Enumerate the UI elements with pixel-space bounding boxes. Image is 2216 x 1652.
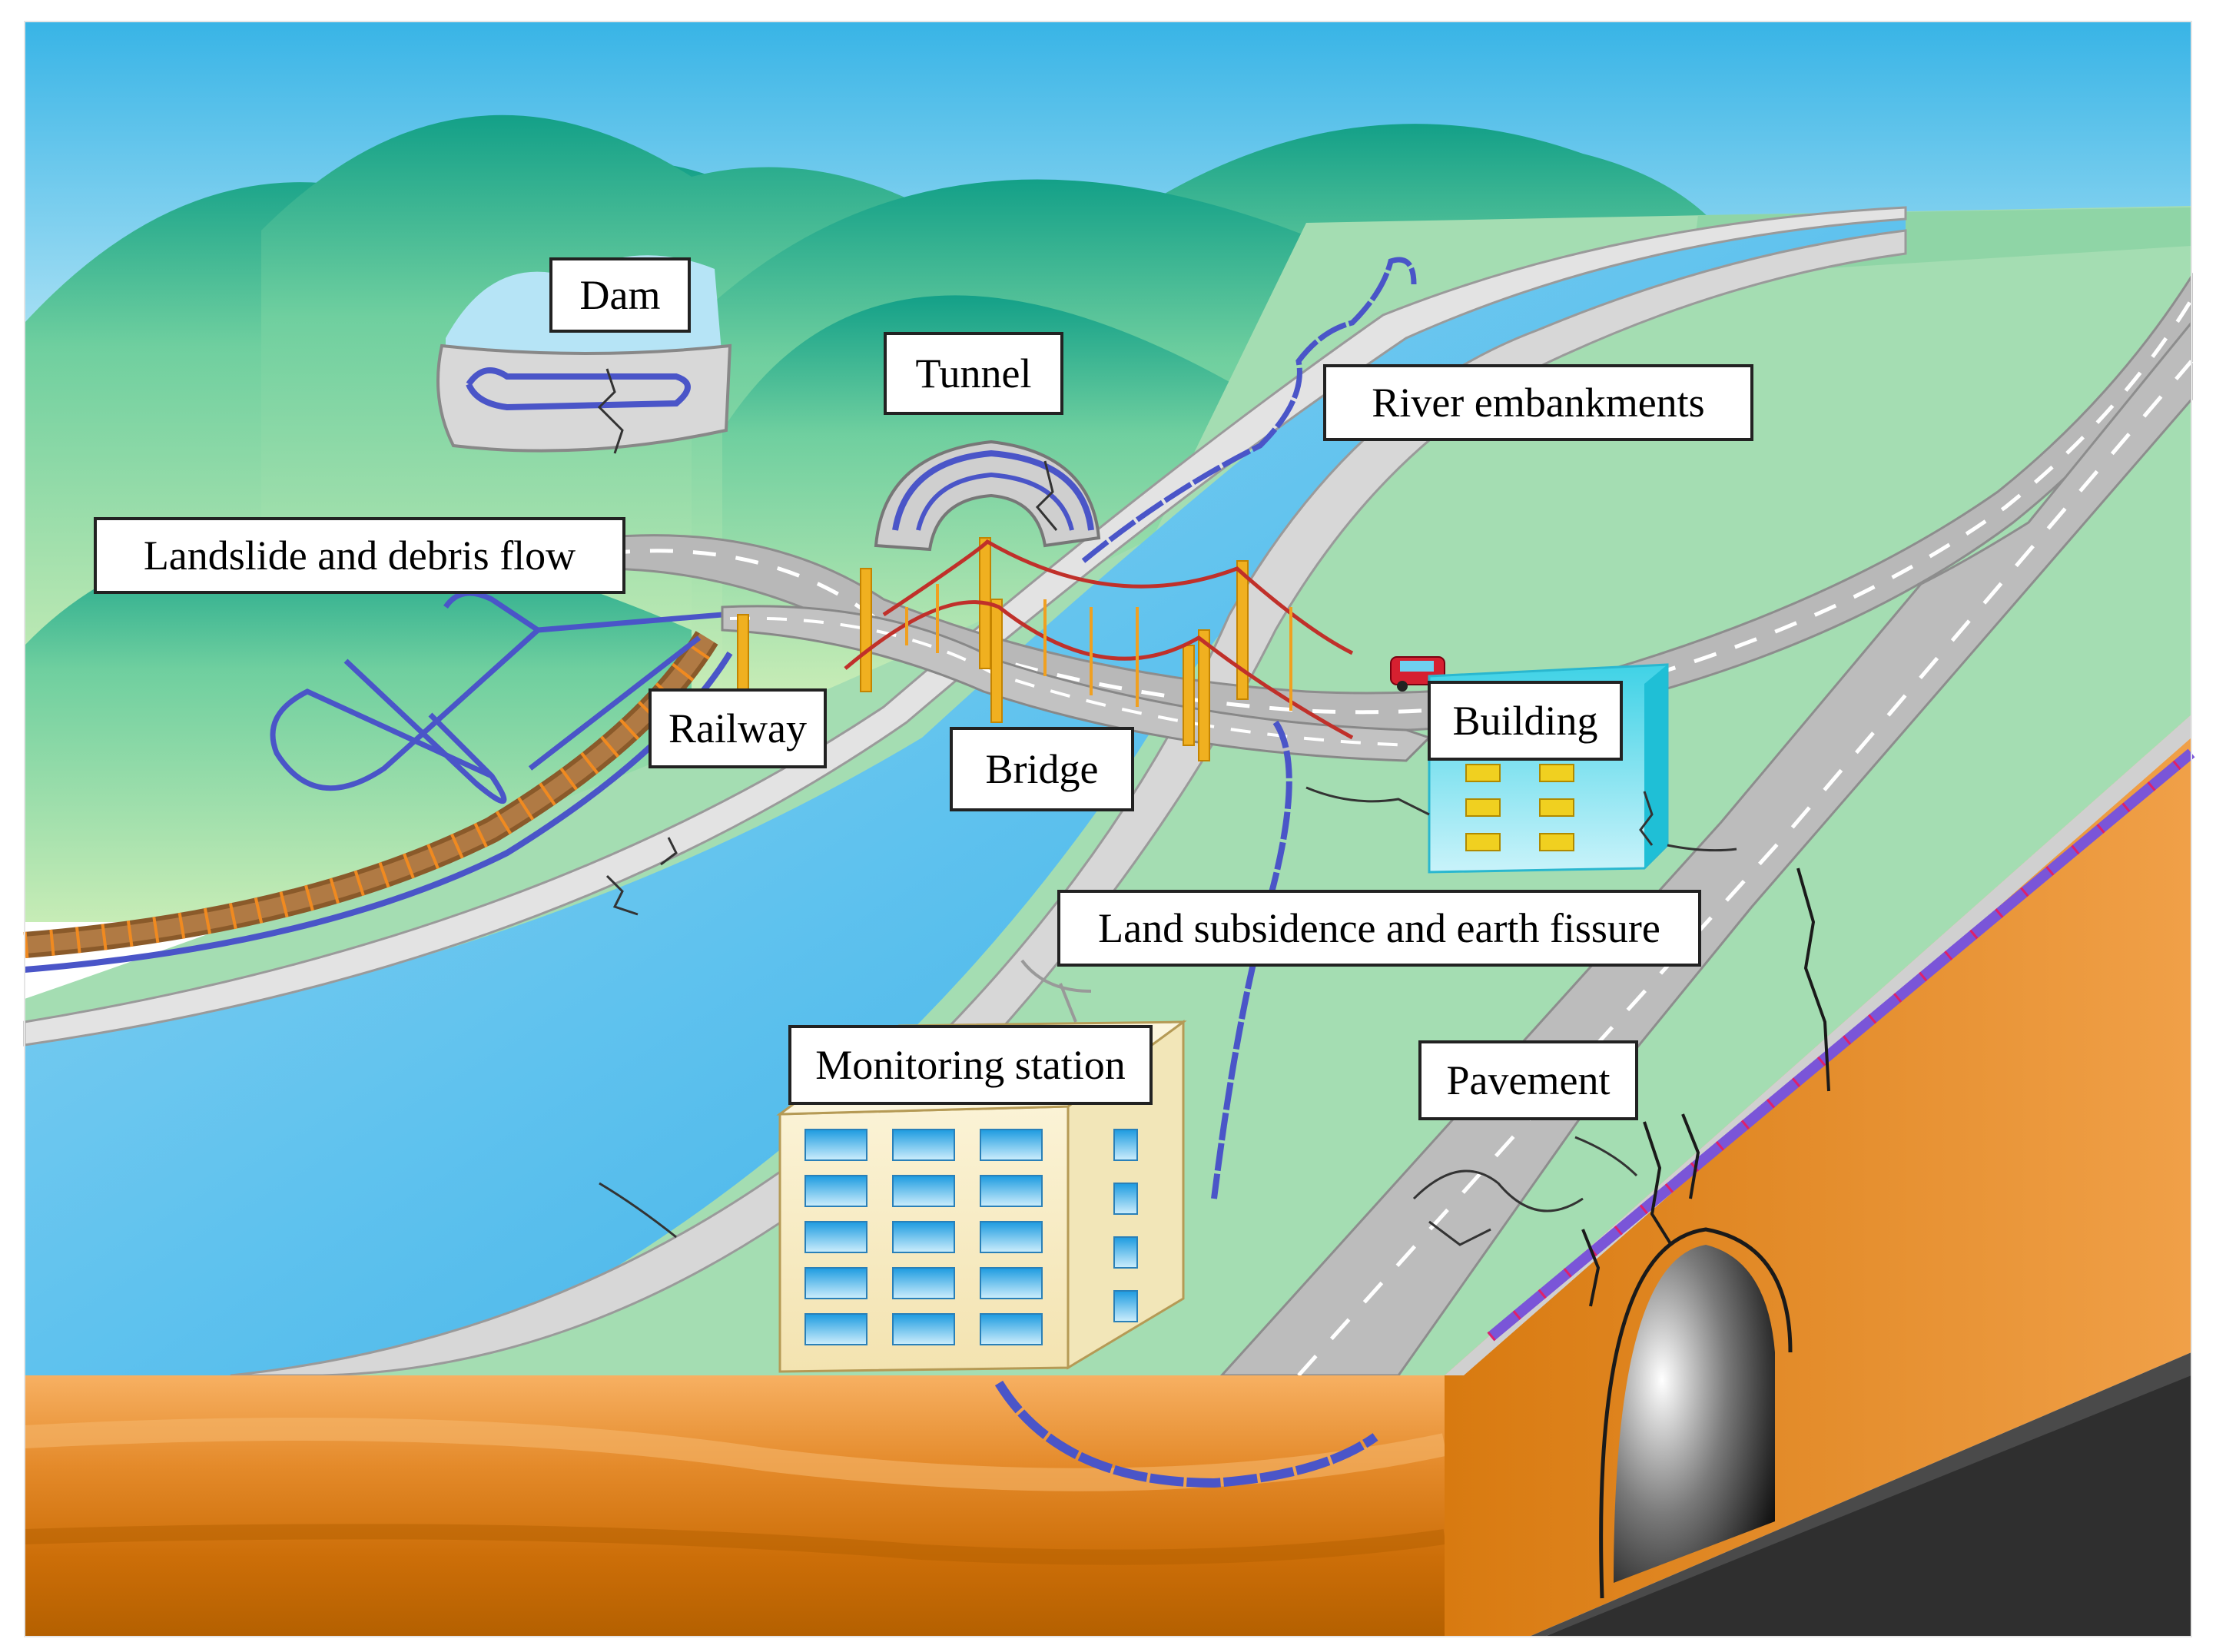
label-building: Building bbox=[1428, 681, 1623, 761]
soil-front-face bbox=[25, 1375, 1445, 1637]
label-pavement: Pavement bbox=[1418, 1040, 1638, 1120]
label-land-subsidence: Land subsidence and earth fissure bbox=[1057, 890, 1701, 967]
label-river-embankments: River embankments bbox=[1323, 364, 1753, 441]
label-monitoring-station: Monitoring station bbox=[788, 1025, 1153, 1105]
label-railway: Railway bbox=[649, 688, 827, 768]
label-bridge: Bridge bbox=[950, 727, 1134, 811]
label-landslide: Landslide and debris flow bbox=[94, 517, 625, 594]
label-tunnel: Tunnel bbox=[884, 332, 1063, 415]
label-dam: Dam bbox=[549, 257, 691, 333]
